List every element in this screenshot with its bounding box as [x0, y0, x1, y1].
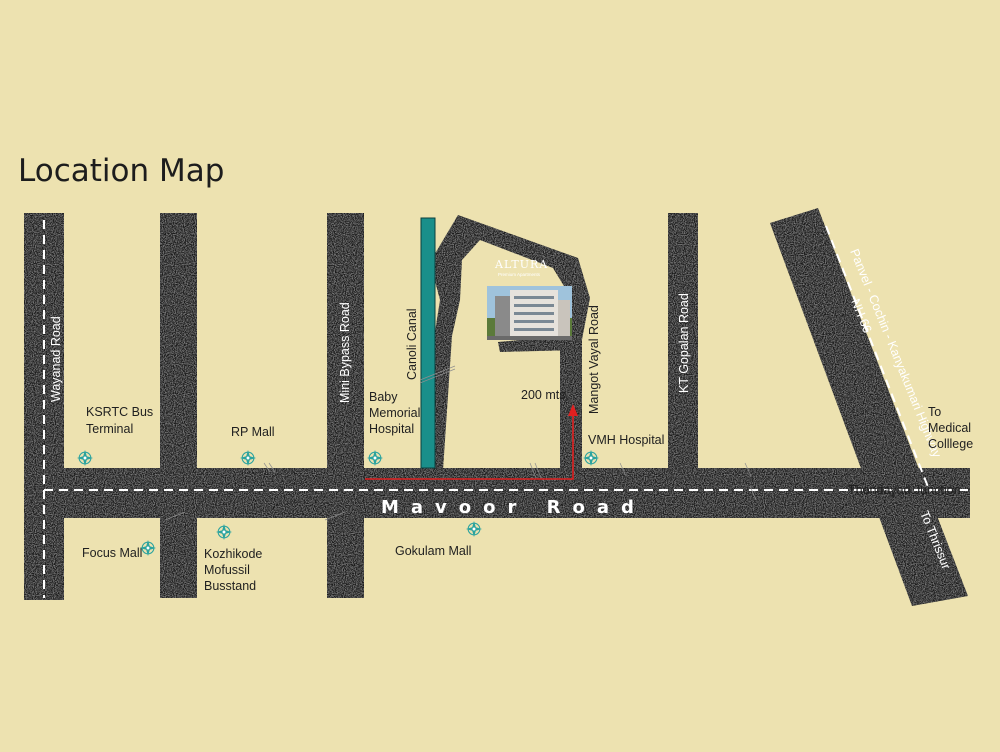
compass-rose-icon: [239, 449, 257, 467]
ksrtc-label-line1: KSRTC Bus: [86, 405, 153, 419]
arrow-up-icon: [568, 404, 578, 416]
page-title: Location Map: [18, 153, 224, 189]
altura-access-road: [425, 215, 590, 470]
kozhi-label-line1: Kozhikode: [204, 547, 262, 561]
kt-gopalan-road-label: KT Gopalan Road: [677, 293, 691, 393]
altura-tagline: Premium Apartments: [498, 272, 541, 277]
mangot-vayal-road-label: Mangot Vayal Road: [587, 305, 601, 414]
route-line: [365, 404, 578, 480]
vmh-hospital: VMH Hospital: [582, 433, 664, 467]
baby-label-line3: Hospital: [369, 422, 414, 436]
baby-memorial-hospital: Baby Memorial Hospital: [366, 390, 420, 467]
focus-mall: Focus Mall: [82, 539, 157, 560]
mini-bypass-road-label: Mini Bypass Road: [338, 302, 352, 403]
mavoor-road: [24, 468, 970, 518]
ksrtc-bus-terminal: KSRTC Bus Terminal: [76, 405, 153, 467]
compass-rose-icon: [366, 449, 384, 467]
altura-logo-text: ALTURA: [494, 258, 548, 271]
medical-college: To Medical Colllege: [928, 405, 973, 451]
rp-mall: RP Mall: [231, 425, 275, 467]
focus-mall-label: Focus Mall: [82, 546, 142, 560]
distance-label: 200 mts: [521, 388, 565, 402]
kozhikode-mofussil-busstand: Kozhikode Mofussil Busstand: [204, 523, 262, 593]
bus-terminal-road: [160, 213, 197, 598]
gokulam-label: Gokulam Mall: [395, 544, 471, 558]
compass-rose-icon: [215, 523, 233, 541]
compass-rose-icon: [465, 520, 483, 538]
vmh-label: VMH Hospital: [588, 433, 664, 447]
altura-building-image: [487, 286, 572, 340]
kozhi-label-line2: Mofussil: [204, 563, 250, 577]
canoli-canal: [420, 217, 436, 469]
thondayad-junction-label: Thondayad Junction: [848, 483, 961, 497]
rp-mall-label: RP Mall: [231, 425, 275, 439]
mini-bypass-road: [327, 213, 364, 598]
mavoor-road-label: Mavoor Road: [381, 497, 646, 518]
baby-label-line1: Baby: [369, 390, 398, 404]
ksrtc-label-line2: Terminal: [86, 422, 133, 436]
canoli-canal-label: Canoli Canal: [405, 308, 419, 380]
gokulam-mall: Gokulam Mall: [395, 520, 483, 558]
kozhi-label-line3: Busstand: [204, 579, 256, 593]
road-network: [24, 208, 970, 606]
kt-gopalan-road: [668, 213, 698, 475]
compass-rose-icon: [582, 449, 600, 467]
road-joints: [164, 365, 757, 521]
altura-project: ALTURA Premium Apartments: [487, 258, 572, 340]
baby-label-line2: Memorial: [369, 406, 420, 420]
medical-label-line2: Medical: [928, 421, 971, 435]
road-center-lines: [43, 220, 968, 598]
medical-label-line3: Colllege: [928, 437, 973, 451]
wayanad-road-label: Wayanad Road: [49, 316, 63, 402]
medical-label-line1: To: [928, 405, 941, 419]
compass-rose-icon: [76, 449, 94, 467]
